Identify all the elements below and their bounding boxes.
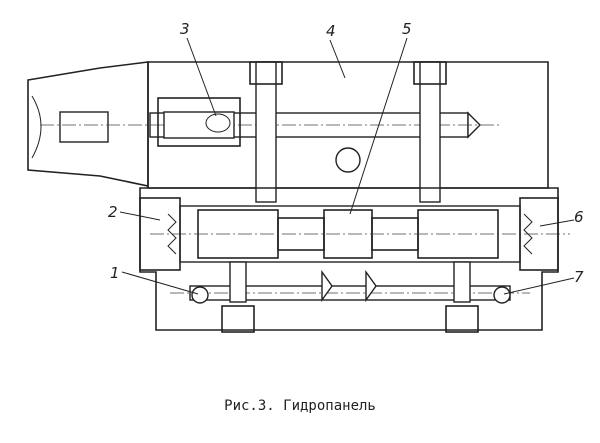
callout-4: 4 <box>326 22 336 40</box>
left-connector-housing <box>27 61 149 187</box>
spring-right <box>523 213 533 255</box>
callout-2: 2 <box>108 203 118 221</box>
callout-5: 5 <box>402 20 412 38</box>
connector-bore <box>59 111 109 143</box>
plug-right-top <box>413 61 447 85</box>
spring-left <box>167 213 177 255</box>
vertical-bore-right <box>419 61 441 203</box>
leader-6 <box>539 219 575 227</box>
end-cap-right <box>519 197 559 271</box>
callout-1: 1 <box>110 264 120 282</box>
end-cap-left <box>139 197 181 271</box>
plug-left-top <box>249 61 283 85</box>
leader-7 <box>503 277 575 295</box>
piston-chamber <box>163 111 235 139</box>
leader-1 <box>121 271 199 295</box>
vertical-port-left <box>229 261 247 303</box>
check-ball-right <box>493 286 511 304</box>
vertical-bore-left <box>255 61 277 203</box>
piston-spring <box>205 113 231 133</box>
leader-2 <box>119 211 161 221</box>
center-port <box>335 147 361 173</box>
leader-3 <box>186 37 217 117</box>
callout-7: 7 <box>574 268 584 286</box>
check-ball-left <box>191 286 209 304</box>
callout-3: 3 <box>180 20 190 38</box>
plug-left-bottom <box>221 305 255 333</box>
leader-4 <box>329 39 346 79</box>
figure-caption: Рис.3. Гидропанель <box>224 398 376 414</box>
callout-6: 6 <box>574 208 584 226</box>
connector-cap <box>31 95 42 159</box>
piston-housing-3 <box>157 97 241 147</box>
drill-point-left <box>321 269 333 303</box>
drill-point-right <box>365 269 377 303</box>
vertical-port-right <box>453 261 471 303</box>
plug-right-bottom <box>445 305 479 333</box>
leader-5 <box>349 37 408 215</box>
